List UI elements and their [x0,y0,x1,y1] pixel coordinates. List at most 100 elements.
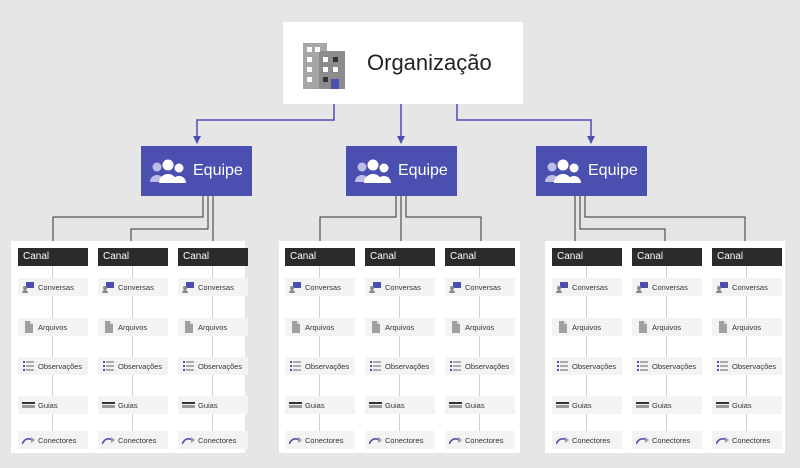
channel-item-observações: Observações [552,357,622,375]
channel-item-label: Observações [305,361,350,371]
chat-icon [712,281,729,293]
notes-icon [18,360,35,372]
tabs-icon [552,399,569,411]
channel-item-observações: Observações [445,357,515,375]
channel-item-observações: Observações [18,357,88,375]
organization-label: Organização [367,50,492,75]
channel-item-label: Guias [305,400,325,410]
notes-icon [365,360,382,372]
channel-item-arquivos: Arquivos [552,318,622,336]
channel-item-observações: Observações [365,357,435,375]
tabs-icon [178,399,195,411]
channel-item-conversas: Conversas [285,278,355,296]
channel-item-arquivos: Arquivos [632,318,702,336]
channel-item-conectores: Conectores [98,431,168,449]
channel-spine [746,266,747,443]
channel-item-guias: Guias [365,396,435,414]
channel-spine [479,266,480,443]
channel-header: Canal [98,248,168,266]
connector-icon [712,434,729,446]
channel-item-observações: Observações [632,357,702,375]
channel-item-conversas: Conversas [18,278,88,296]
channel-item-label: Conectores [118,435,157,445]
channel-item-label: Observações [198,361,243,371]
chat-icon [552,281,569,293]
file-icon [365,321,382,333]
channel-header: Canal [552,248,622,266]
channel-item-conectores: Conectores [445,431,515,449]
organization-box: Organização [283,22,523,104]
channel-header: Canal [445,248,515,266]
tabs-icon [285,399,302,411]
channel-item-label: Arquivos [465,322,495,332]
connector-icon [18,434,35,446]
channel-item-label: Conectores [465,435,504,445]
chat-icon [178,281,195,293]
channel-group-3 [545,241,785,453]
team-box-2: Equipe [346,146,457,196]
channel-item-label: Conectores [198,435,237,445]
chat-icon [632,281,649,293]
tabs-icon [98,399,115,411]
org-to-team-1-arrow [193,104,335,144]
channel-item-label: Observações [38,361,83,371]
channel-item-label: Conversas [305,282,341,292]
channel-item-conectores: Conectores [365,431,435,449]
team-box-1: Equipe [141,146,252,196]
channel-item-arquivos: Arquivos [98,318,168,336]
channel-item-label: Guias [38,400,58,410]
channel-item-label: Conversas [118,282,154,292]
tabs-icon [365,399,382,411]
channel-item-label: Conversas [385,282,421,292]
notes-icon [632,360,649,372]
notes-icon [285,360,302,372]
channel-item-conectores: Conectores [285,431,355,449]
channel-item-conectores: Conectores [552,431,622,449]
channel-item-label: Guias [572,400,592,410]
channel-spine [586,266,587,443]
channel-item-label: Arquivos [198,322,228,332]
channel-item-label: Observações [732,361,777,371]
channel-item-guias: Guias [18,396,88,414]
channel-header: Canal [632,248,702,266]
channel-item-label: Arquivos [305,322,335,332]
channel-item-guias: Guias [445,396,515,414]
chat-icon [445,281,462,293]
channel-item-conversas: Conversas [552,278,622,296]
building-icon [303,43,345,89]
channel-item-arquivos: Arquivos [445,318,515,336]
channel-item-label: Conectores [652,435,691,445]
notes-icon [712,360,729,372]
channel-group-1 [11,241,245,453]
file-icon [178,321,195,333]
channel-item-conversas: Conversas [445,278,515,296]
team-label: Equipe [588,162,638,179]
channel-item-label: Conversas [38,282,74,292]
channel-item-label: Arquivos [652,322,682,332]
channel-item-label: Observações [385,361,430,371]
channel-item-label: Guias [385,400,405,410]
channel-item-arquivos: Arquivos [178,318,248,336]
file-icon [632,321,649,333]
connector-icon [632,434,649,446]
channel-item-label: Arquivos [38,322,68,332]
channel-item-label: Guias [732,400,752,410]
tabs-icon [632,399,649,411]
channel-item-label: Conversas [732,282,768,292]
channel-item-label: Conectores [732,435,771,445]
tabs-icon [712,399,729,411]
channel-item-guias: Guias [632,396,702,414]
channel-item-conectores: Conectores [712,431,782,449]
channel-item-label: Observações [652,361,697,371]
notes-icon [445,360,462,372]
team-1-channel-lines [52,196,214,248]
connector-icon [552,434,569,446]
channel-item-observações: Observações [178,357,248,375]
tabs-icon [445,399,462,411]
